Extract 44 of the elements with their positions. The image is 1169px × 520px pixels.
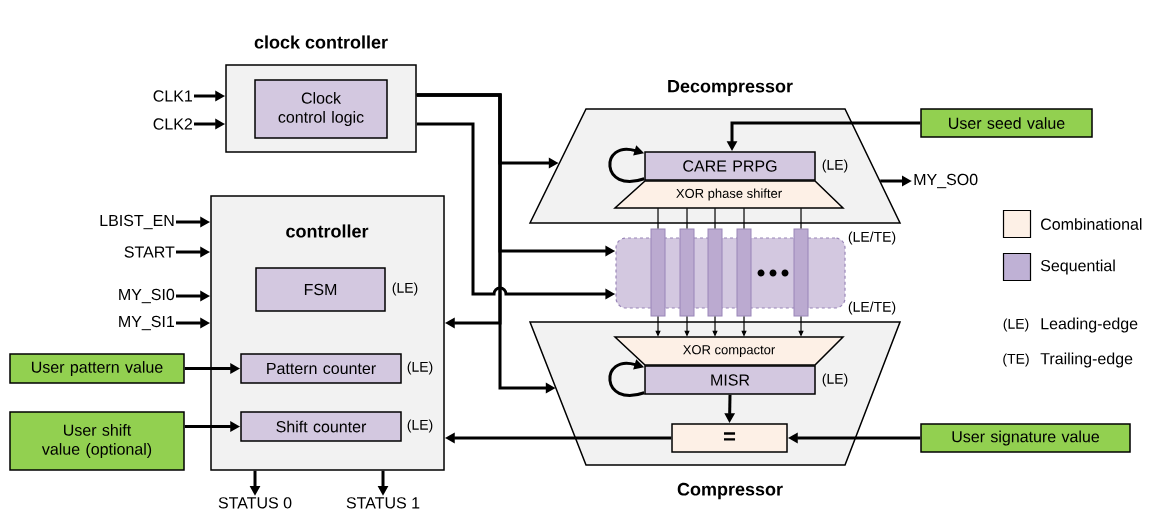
- block-heading: Decompressor: [668, 79, 793, 97]
- edge-type-note: (LE): [1003, 318, 1029, 332]
- arrow: [608, 145, 645, 183]
- legend-label: Combinational: [1041, 218, 1142, 230]
- arrow: [608, 359, 645, 397]
- scan-chain-bar: [679, 228, 695, 317]
- input-value-box: User seed value: [920, 108, 1093, 138]
- register-box: CARE PRPG: [644, 151, 816, 181]
- edge-type-note: (LE): [407, 419, 433, 433]
- signal-label: MY_SI1: [119, 315, 174, 331]
- logic-box: Clock control logic: [254, 79, 388, 139]
- signal-label: STATUS 0: [218, 497, 292, 509]
- register-box: FSM: [255, 267, 386, 312]
- signal-label: LBIST_EN: [100, 214, 174, 230]
- edge-type-note: (LE): [822, 159, 848, 173]
- signal-label: STATUS 1: [346, 497, 420, 509]
- input-value-box: User shift value (optional): [9, 411, 185, 471]
- scan-chain-bar: [793, 228, 809, 317]
- comparator-box: =: [671, 423, 788, 453]
- block-heading: controller: [286, 224, 369, 238]
- register-box: MISR: [644, 365, 816, 395]
- counter-box: Shift counter: [240, 411, 402, 442]
- edge-type-note: (LE): [822, 373, 848, 387]
- input-value-box: User signature value: [920, 423, 1131, 453]
- edge-type-note: (LE/TE): [848, 301, 896, 315]
- scan-chain-bar: [736, 228, 752, 317]
- block-heading: clock controller: [254, 35, 388, 49]
- edge-type-note: (LE): [407, 361, 433, 375]
- scan-chain-bar: [650, 228, 666, 317]
- signal-label: CLK2: [153, 118, 192, 130]
- edge-type-note: (TE): [1003, 353, 1029, 367]
- signal-label: START: [124, 246, 175, 258]
- scan-chain-bar: [707, 228, 723, 317]
- block-heading: Compressor: [677, 482, 783, 500]
- edge-type-note: (LE/TE): [848, 231, 896, 245]
- legend-label: Sequential: [1040, 259, 1115, 275]
- key-text: Trailing-edge: [1040, 352, 1133, 368]
- input-value-box: User pattern value: [9, 353, 185, 384]
- signal-label: MY_SI0: [119, 288, 175, 304]
- key-text: Leading-edge: [1041, 317, 1138, 333]
- signal-label: MY_SO0: [914, 173, 978, 189]
- counter-box: Pattern counter: [240, 353, 402, 384]
- edge-type-note: (LE): [392, 282, 418, 296]
- signal-label: CLK1: [153, 90, 192, 102]
